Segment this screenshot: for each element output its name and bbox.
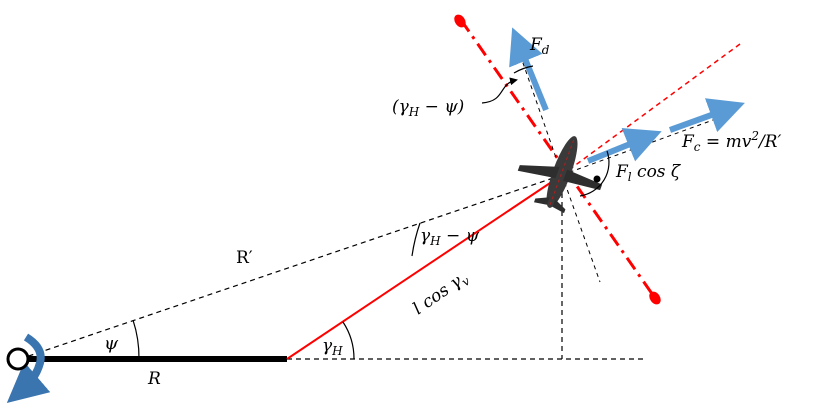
label-diff-top-open: (γ [392,97,410,117]
label-lift-symbol: F [615,162,629,182]
label-tether-length: l cos γv [409,267,472,321]
circle-pivot-icon [6,347,30,371]
tether-line [286,174,563,360]
label-heading-angle: (γH − ψ) [392,97,464,119]
label-gamma-H-minus-psi: γH − ψ [420,226,480,248]
label-gamma-H-symbol: γ [322,336,333,356]
label-centrifugal-subscript: c [694,140,701,154]
label-psi: ψ [104,333,119,354]
label-drag-force-subscript: d [542,43,550,57]
label-diff-top-tail: − ψ) [419,97,464,117]
label-centrifugal-symbol: F [681,132,695,152]
heading-line-lower [561,174,601,283]
drag-force-arrow [509,27,549,112]
lift-force-arrow [586,128,662,164]
label-lift-force: Fl cos ζ [615,162,682,184]
label-R: R [147,369,161,389]
centrifugal-force-arrow [668,98,745,133]
label-tether-length-group: l cos γv [409,267,472,321]
heading-angle-arc [513,65,534,74]
airplane-icon [517,136,603,214]
label-drag-force: Fd [529,35,550,57]
angle-gamma-H-arc [342,321,355,360]
tether-extension-line [561,43,741,176]
heading-line-upper [514,39,563,176]
label-R-prime: R′ [236,248,253,268]
curved-rotation-arrow-icon [6,333,51,404]
label-diff-mid-subscript: H [429,234,441,248]
label-centrifugal-expr: = mv [701,132,752,152]
radius-R-prime-line [19,174,563,360]
aircraft-axis-line [459,19,657,299]
label-diff-top-subscript: H [408,105,420,119]
label-centrifugal-force: Fc = mv2/R′ [681,129,781,154]
label-gamma-H: γH [322,336,343,358]
label-drag-force-symbol: F [529,35,543,55]
heading-angle-callout [481,77,518,104]
angle-psi-arc [132,319,140,360]
label-lift-tail: cos ζ [632,162,682,182]
axis-end-dot-bottom [649,291,661,305]
label-centrifugal-superscript: 2 [750,129,759,143]
angle-zeta-arc [579,150,610,197]
label-diff-mid-symbol: γ [420,226,431,246]
angle-gamma-H-minus-psi-arc [411,222,421,257]
label-centrifugal-tail: /R′ [757,132,782,152]
label-lift-subscript: l [628,170,632,184]
center-of-mass-dot [593,175,601,183]
label-gamma-H-subscript: H [331,344,343,358]
axis-end-dot-top [454,14,466,28]
label-diff-mid-tail: − ψ [441,226,480,246]
